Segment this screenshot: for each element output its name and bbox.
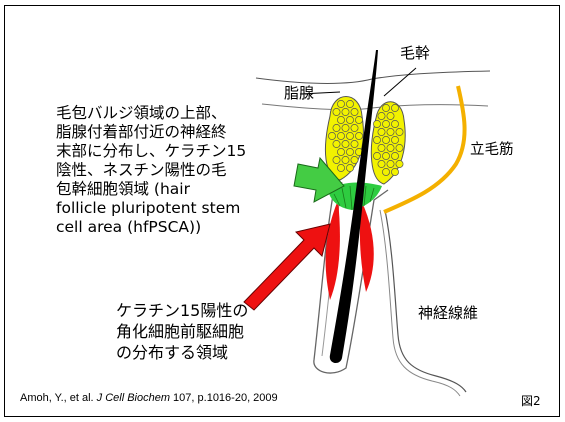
hfpsca-line: 毛包バルジ領域の上部、: [56, 104, 288, 123]
sebaceous-cell: [337, 148, 344, 155]
sebaceous-cell: [328, 132, 335, 139]
sebaceous-cell: [351, 140, 358, 147]
sebaceous-cell: [387, 144, 394, 151]
hfpsca-description: 毛包バルジ領域の上部、 脂腺付着部付近の神経終 末部に分布し、ケラチン15 陰性…: [56, 104, 288, 237]
sebaceous-cell: [378, 112, 385, 119]
hfpsca-line: 脂腺付着部付近の神経終: [56, 123, 288, 142]
keratin-line: 角化細胞前駆細胞: [116, 321, 248, 342]
citation-details: 107, p.1016-20, 2009: [170, 392, 278, 404]
sebaceous-cell: [396, 160, 403, 167]
sebaceous-gland-label: 脂腺: [284, 82, 314, 103]
sebaceous-cell: [333, 124, 340, 131]
sebaceous-cell: [396, 128, 403, 135]
sebaceous-cell: [382, 120, 389, 127]
sebaceous-cell: [346, 148, 353, 155]
sebaceous-cell: [337, 164, 344, 171]
sebaceous-cell: [391, 136, 398, 143]
sebaceous-cell: [382, 168, 389, 175]
sebaceous-cell: [373, 120, 380, 127]
skin-lower-line: [262, 104, 488, 110]
nerve-fiber-label: 神経線維: [418, 302, 478, 323]
sebaceous-cell: [387, 112, 394, 119]
sebaceous-cell: [382, 104, 389, 111]
sebaceous-cell: [391, 168, 398, 175]
sebaceous-cell: [333, 156, 340, 163]
sebaceous-cell: [351, 124, 358, 131]
figure-number: 図2: [521, 392, 541, 409]
sebaceous-cell: [346, 100, 353, 107]
sebaceous-cell: [333, 108, 340, 115]
keratin-line: ケラチン15陽性の: [116, 300, 248, 321]
keratin15-region-left: [326, 200, 340, 300]
nerve-fiber-line: [385, 210, 466, 392]
sebaceous-cell: [387, 128, 394, 135]
hfpsca-line: 包幹細胞領域 (hair: [56, 180, 288, 199]
hfpsca-line: 陰性、ネスチン陽性の毛: [56, 161, 288, 180]
sebaceous-cell: [346, 116, 353, 123]
sebaceous-cell: [337, 132, 344, 139]
sebaceous-cell: [355, 116, 362, 123]
sebaceous-cell: [342, 124, 349, 131]
sebaceous-cell: [382, 152, 389, 159]
sebaceous-cell: [378, 160, 385, 167]
sebaceous-cell: [378, 144, 385, 151]
sebaceous-cell: [351, 108, 358, 115]
sebaceous-cell: [346, 164, 353, 171]
citation: Amoh, Y., et al. J Cell Biochem 107, p.1…: [20, 392, 278, 404]
sebaceous-cell: [382, 136, 389, 143]
hfpsca-line: cell area (hfPSCA)): [56, 218, 288, 237]
keratin-line: の分布する領域: [116, 342, 248, 363]
sebaceous-cell: [337, 116, 344, 123]
sebaceous-cell: [355, 132, 362, 139]
hair-shaft-pointer: [384, 68, 416, 96]
sebaceous-cell: [333, 140, 340, 147]
citation-authors: Amoh, Y., et al.: [20, 392, 97, 404]
sebaceous-cell: [342, 140, 349, 147]
hfpsca-line: follicle pluripotent stem: [56, 199, 288, 218]
sebaceous-cell: [391, 120, 398, 127]
arrector-pili-label: 立毛筋: [470, 138, 514, 159]
sebaceous-cell: [387, 160, 394, 167]
sebaceous-cell: [342, 108, 349, 115]
keratin15-description: ケラチン15陽性の 角化細胞前駆細胞 の分布する領域: [116, 300, 248, 363]
sebaceous-cell: [342, 156, 349, 163]
sebaceous-cell: [391, 152, 398, 159]
sebaceous-cell: [378, 128, 385, 135]
hair-shaft-label: 毛幹: [400, 42, 430, 63]
sebaceous-cell: [391, 104, 398, 111]
sebaceous-cell: [337, 100, 344, 107]
sebaceous-cell: [351, 156, 358, 163]
sebaceous-cell: [373, 136, 380, 143]
sebaceous-cell: [396, 144, 403, 151]
citation-journal: J Cell Biochem: [97, 392, 170, 404]
hfpsca-line: 末部に分布し、ケラチン15: [56, 142, 288, 161]
sebaceous-cell: [346, 132, 353, 139]
sebaceous-cell: [373, 152, 380, 159]
